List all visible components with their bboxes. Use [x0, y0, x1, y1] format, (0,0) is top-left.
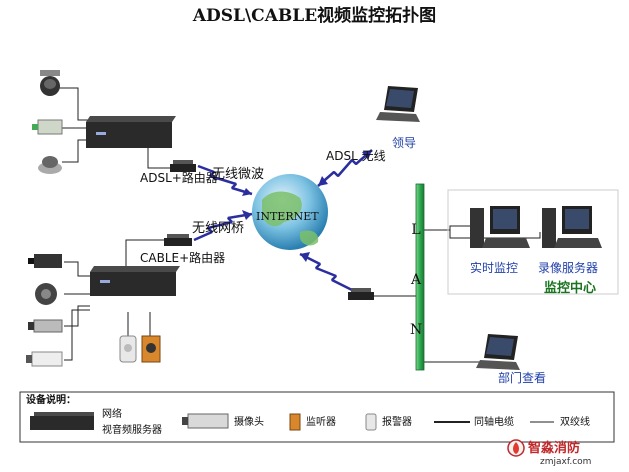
dept-view-label: 部门查看: [498, 371, 547, 385]
legend-alarm-label: 报警器: [382, 417, 412, 428]
lan-router-icon: [348, 288, 374, 300]
brand-logo-icon: [507, 439, 525, 457]
diagram-title: ADSL\CABLE视频监控拓扑图: [192, 6, 437, 26]
bottom-network-server: [90, 266, 180, 296]
legend-network-icon: [30, 412, 94, 430]
listener-icon: [141, 335, 161, 363]
legend-listener-label: 监听器: [306, 417, 336, 428]
alarm-icon: [119, 335, 137, 363]
cable-router-label: CABLE+路由器: [140, 251, 226, 265]
legend-alarm-icon: [365, 413, 377, 431]
adsl-router-icon: [170, 160, 196, 172]
record-server-workstation-icon: [542, 206, 602, 248]
lan-bar: [415, 183, 425, 371]
lan-letter-a: A: [410, 272, 422, 288]
internet-label: INTERNET: [256, 210, 319, 223]
bottom-box-camera-icon: [28, 254, 62, 268]
cable-router-icon: [164, 234, 192, 246]
legend-server-label: 视音频服务器: [102, 425, 162, 436]
lan-letter-n: N: [410, 322, 423, 338]
internet-globe-icon: [252, 174, 328, 250]
wireless-arrowheads: [242, 150, 372, 262]
top-network-server: [86, 116, 176, 148]
box-camera-icon: [32, 119, 63, 135]
bottom-bullet-camera-icon: [28, 319, 63, 333]
legend-coax-label: 同轴电缆: [474, 417, 514, 428]
dome-camera-icon: [40, 70, 60, 96]
monitor-center-box: [447, 189, 619, 295]
realtime-workstation-icon: [470, 206, 530, 248]
dept-laptop-icon: [476, 334, 520, 370]
realtime-monitor-label: 实时监控: [470, 261, 519, 275]
ceiling-camera-icon: [38, 156, 62, 174]
legend-title: 设备说明：: [26, 395, 76, 406]
bottom-dome-camera-icon: [35, 283, 57, 305]
adsl-wireless-label: ADSL 无线: [326, 149, 386, 163]
legend-network-label: 网络: [102, 409, 122, 420]
legend-camera-icon: [182, 413, 229, 429]
leader-laptop-icon: [376, 86, 420, 122]
bottom-white-camera-icon: [26, 351, 63, 367]
legend-camera-label: 摄像头: [234, 417, 264, 428]
wireless-links: [193, 149, 373, 292]
wireless-bridge-label: 无线网桥: [192, 221, 245, 236]
legend-box: [19, 391, 615, 443]
leader-label: 领导: [392, 136, 417, 150]
brand-url: zmjaxf.com: [540, 457, 592, 467]
adsl-router-label: ADSL+路由器: [140, 171, 218, 185]
brand-name: 智淼消防: [528, 441, 581, 456]
record-server-label: 录像服务器: [538, 261, 599, 275]
monitor-center-label: 监控中心: [544, 281, 597, 296]
wireless-microwave-label: 无线微波: [212, 167, 265, 182]
legend-listener-icon: [289, 413, 301, 431]
lan-letter-l: L: [411, 222, 421, 238]
legend-twisted-label: 双绞线: [560, 417, 590, 428]
